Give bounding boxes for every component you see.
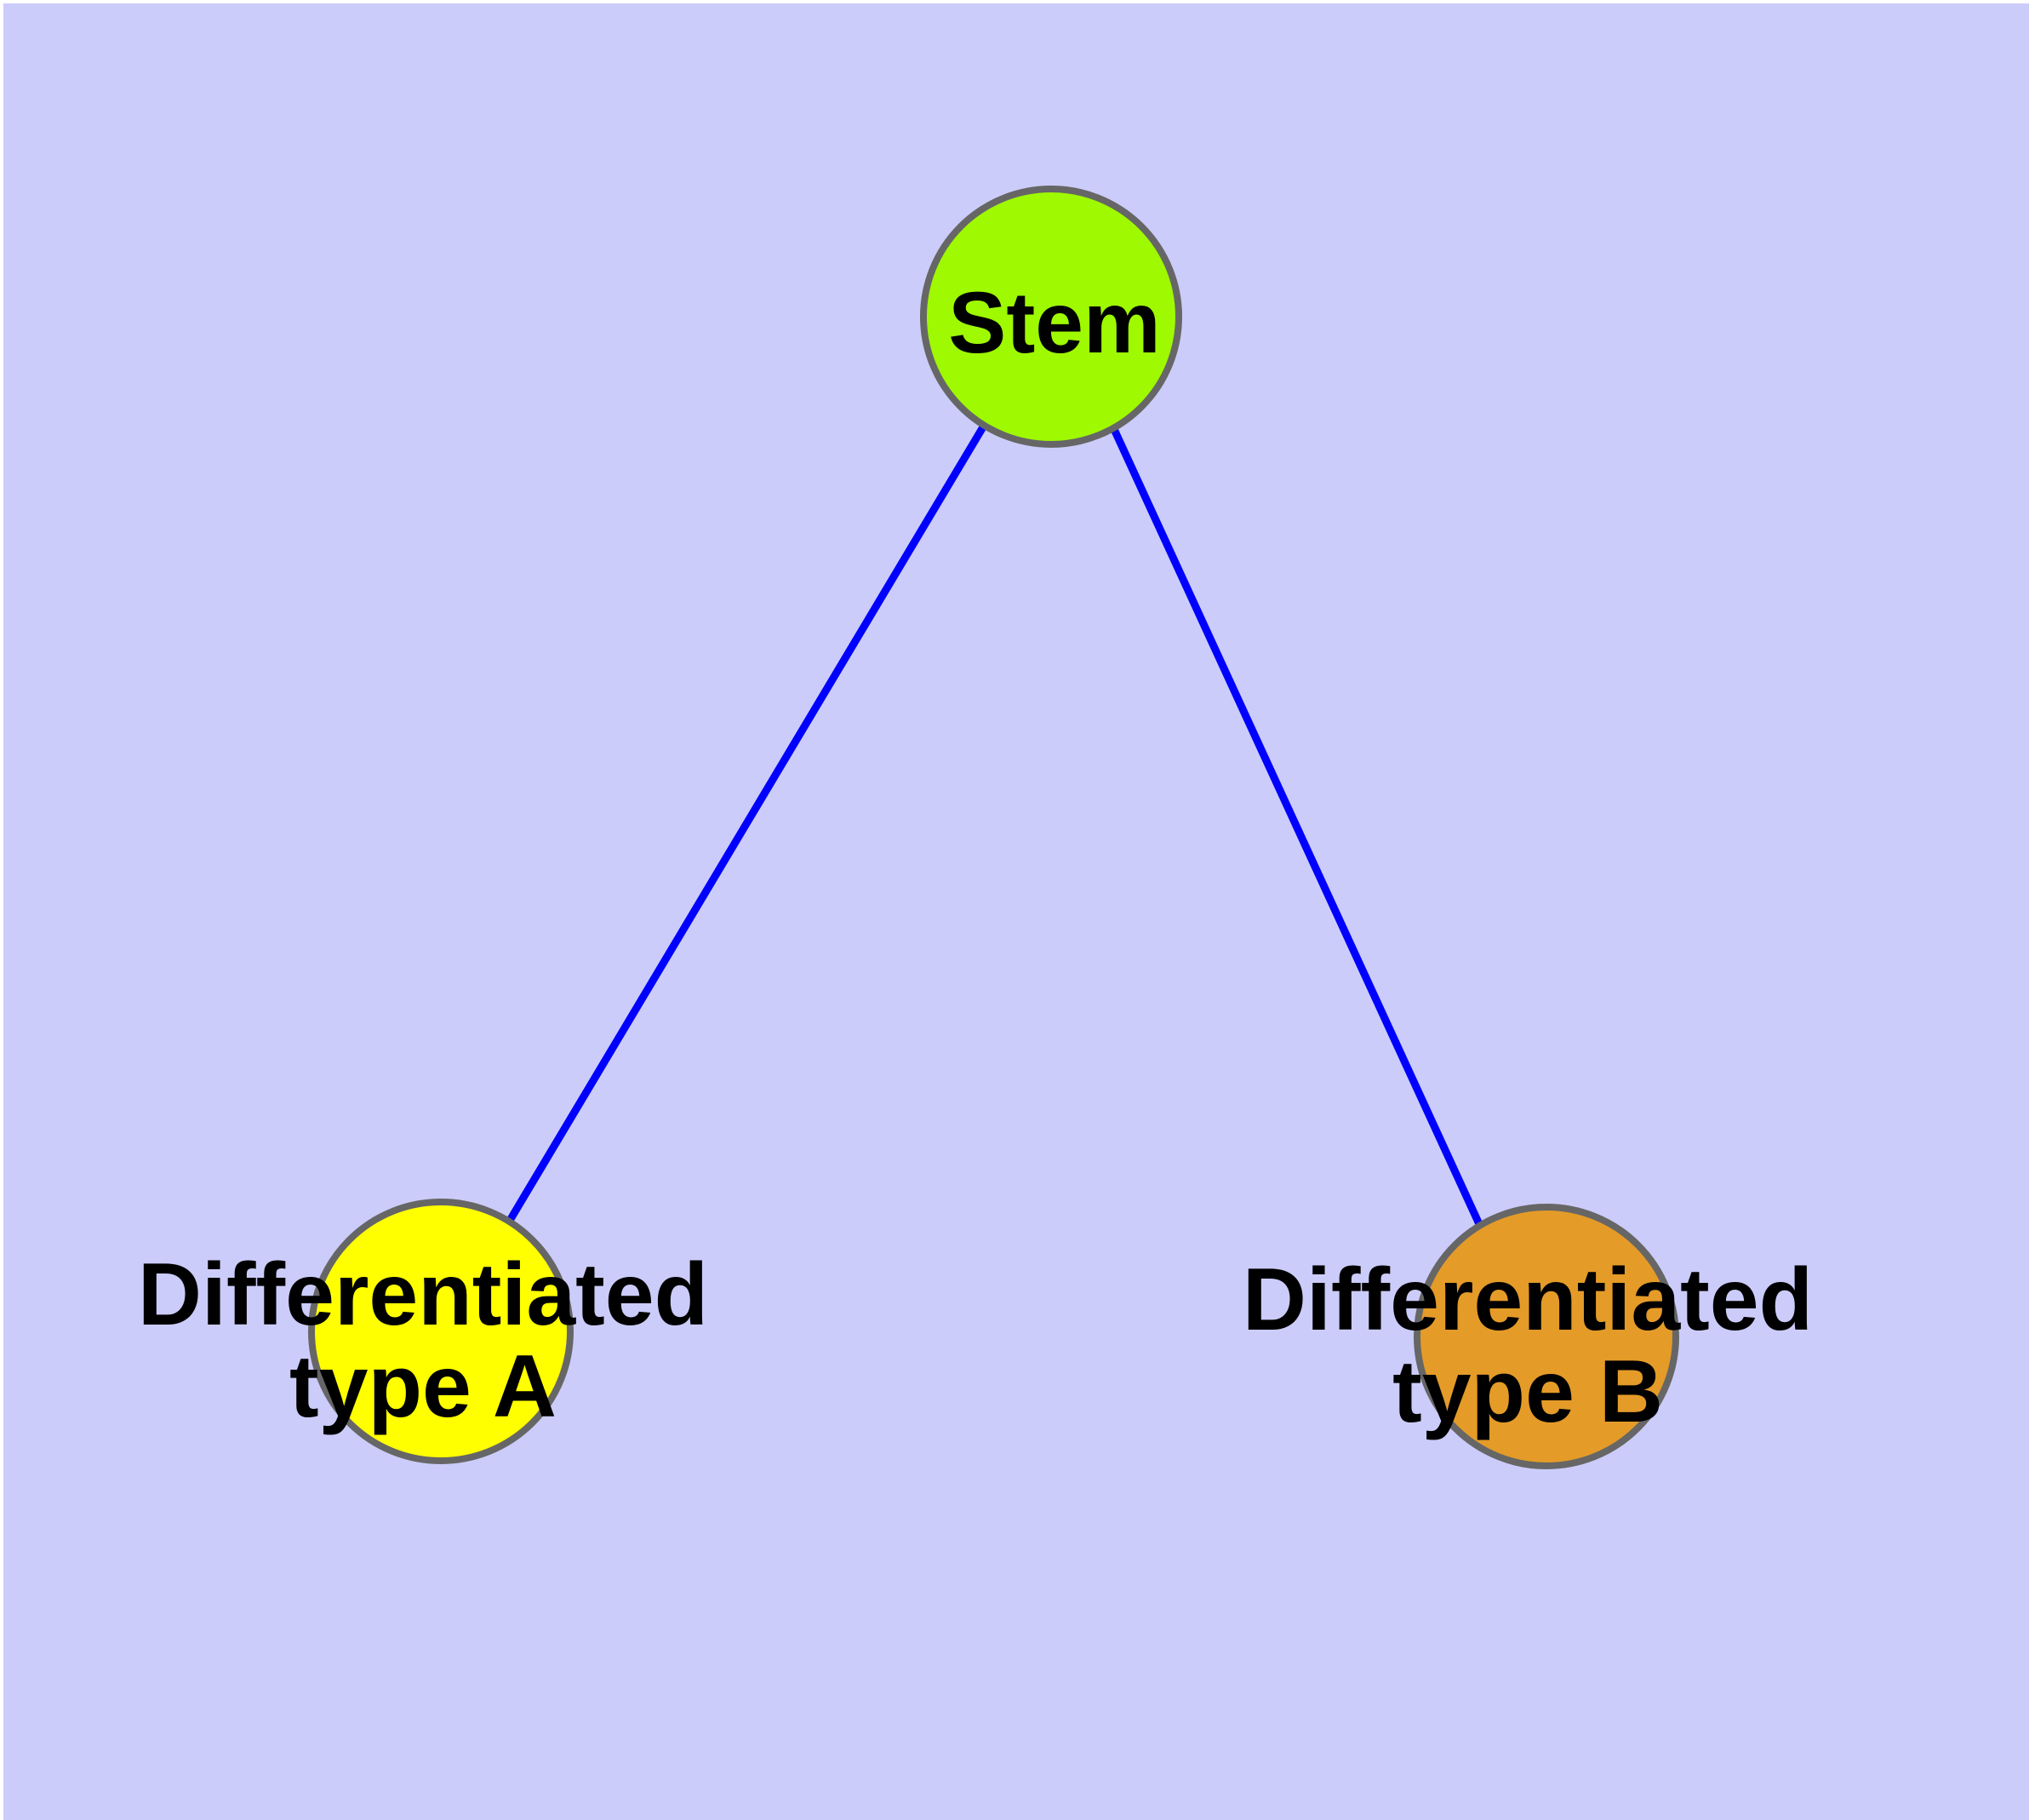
node-label-line: Differentiated: [1243, 1251, 1813, 1349]
edges-group: [507, 423, 1483, 1226]
nodes-group: [308, 186, 1679, 1469]
node-stem[interactable]: [920, 186, 1182, 448]
edge-stem-to-diff-a[interactable]: [507, 423, 987, 1222]
node-label-line: Stem: [948, 274, 1160, 371]
node-diff_a[interactable]: [308, 1199, 574, 1464]
edge-stem-to-diff-b[interactable]: [1109, 426, 1483, 1226]
node-label-stem: Stem: [948, 274, 1160, 371]
node-label-line: type B: [1392, 1342, 1663, 1441]
node-label-line: Differentiated: [138, 1245, 708, 1344]
node-diff_b[interactable]: [1414, 1204, 1679, 1469]
node-label-line: type A: [289, 1337, 557, 1436]
